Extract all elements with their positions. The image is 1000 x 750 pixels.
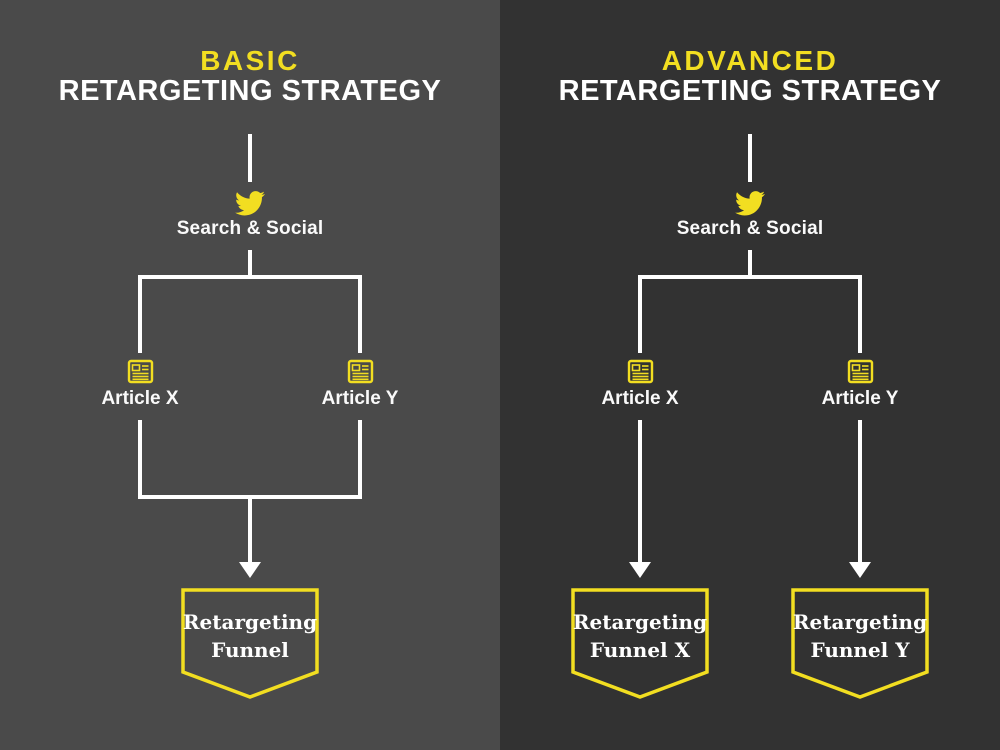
article-icon <box>127 359 153 384</box>
branch-line-left <box>638 275 642 353</box>
merge-line <box>138 495 362 499</box>
twitter-bird-icon <box>735 191 766 221</box>
arrow-line-right <box>858 420 862 563</box>
article-icon <box>347 359 373 384</box>
arrow-line <box>248 499 252 563</box>
article-icon <box>627 359 653 384</box>
panel-advanced-title: ADVANCED RETARGETING STRATEGY <box>500 46 1000 107</box>
article-label: Article Y <box>321 388 399 409</box>
arrow-down-icon <box>239 562 261 578</box>
article-node-y: Article Y <box>280 359 440 410</box>
title-main: RETARGETING STRATEGY <box>558 75 942 107</box>
branch-line-left <box>138 275 142 353</box>
funnel-label: Retargeting Funnel Y <box>792 610 928 662</box>
funnel-label: Retargeting Funnel <box>182 610 318 662</box>
branch-line <box>138 275 362 279</box>
article-node-x: Article X <box>60 359 220 410</box>
arrow-down-icon <box>849 562 871 578</box>
source-label: Search & Social <box>676 218 824 239</box>
connector-line <box>248 250 252 276</box>
article-icon <box>847 359 873 384</box>
article-label: Article X <box>101 388 179 409</box>
connector-line <box>248 134 252 182</box>
title-accent: BASIC <box>200 45 300 76</box>
arrow-line-left <box>638 420 642 563</box>
article-node-y: Article Y <box>780 359 940 410</box>
title-main: RETARGETING STRATEGY <box>58 75 442 107</box>
article-label: Article Y <box>821 388 899 409</box>
merge-line-right <box>358 420 362 499</box>
connector-line <box>748 250 752 276</box>
branch-line-right <box>858 275 862 353</box>
twitter-bird-icon <box>235 191 266 221</box>
connector-line <box>748 134 752 182</box>
panel-basic-title: BASIC RETARGETING STRATEGY <box>0 46 500 107</box>
branch-line-right <box>358 275 362 353</box>
article-node-x: Article X <box>560 359 720 410</box>
arrow-down-icon <box>629 562 651 578</box>
title-accent: ADVANCED <box>661 45 839 76</box>
funnel-badge-x: Retargeting Funnel X <box>571 588 709 700</box>
panel-advanced: ADVANCED RETARGETING STRATEGY Search & S… <box>500 0 1000 750</box>
branch-line <box>638 275 862 279</box>
panel-basic: BASIC RETARGETING STRATEGY Search & Soci… <box>0 0 500 750</box>
source-label: Search & Social <box>176 218 324 239</box>
funnel-badge-y: Retargeting Funnel Y <box>791 588 929 700</box>
merge-line-left <box>138 420 142 499</box>
funnel-label: Retargeting Funnel X <box>572 610 708 662</box>
article-label: Article X <box>601 388 679 409</box>
funnel-badge-basic: Retargeting Funnel <box>181 588 319 700</box>
